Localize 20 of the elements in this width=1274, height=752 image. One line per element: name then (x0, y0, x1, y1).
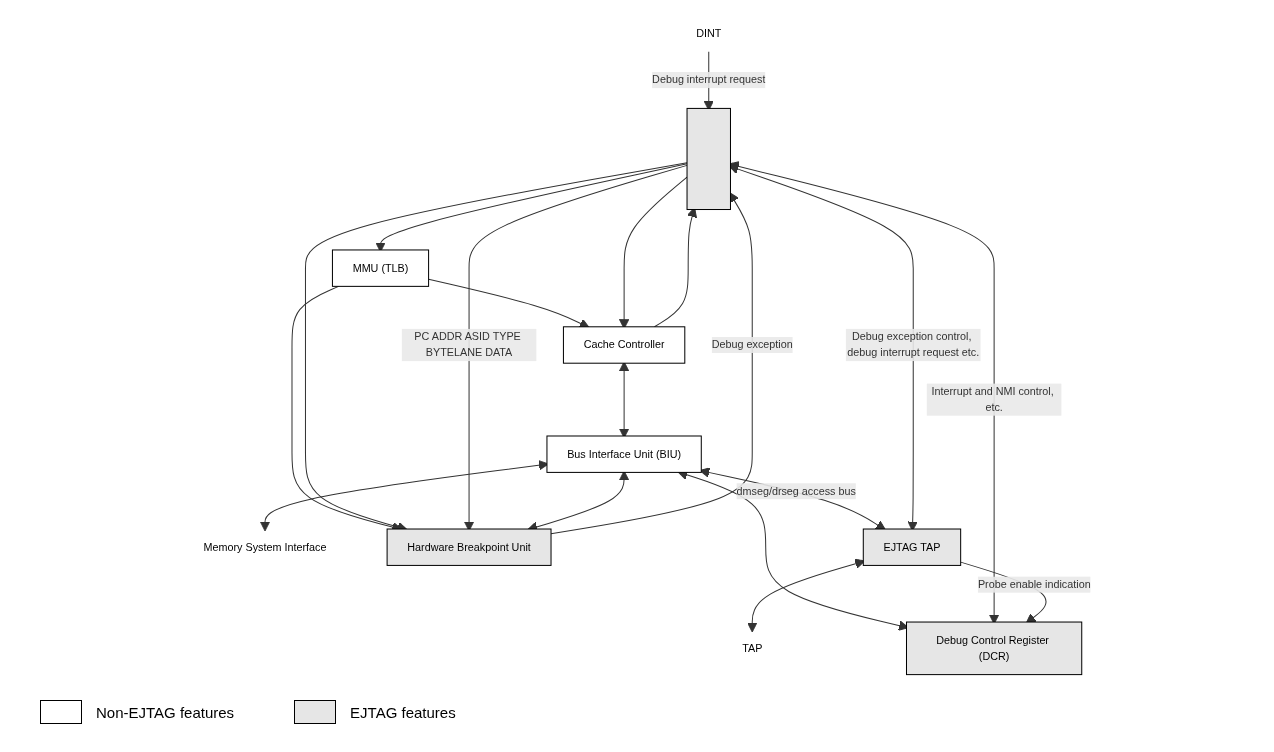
node-box (686, 107, 731, 211)
node-box: Hardware Breakpoint Unit (386, 528, 552, 566)
node-text: TAP (742, 642, 763, 654)
node-text: DINT (696, 27, 722, 39)
edge-label: Debug exception control, debug interrupt request etc. (847, 330, 980, 359)
node-box: Debug Control Register (DCR) (906, 621, 1083, 676)
edge-label: Probe enable indication (977, 578, 1091, 591)
node-box: Bus Interface Unit (BIU) (546, 435, 702, 473)
arrow (699, 467, 886, 531)
node-box: Cache Controller (562, 326, 686, 364)
node-text: Memory System Interface (203, 541, 327, 553)
legend-text: EJTAG features (350, 703, 456, 721)
node-box: EJTAG TAP (862, 528, 962, 566)
edge-label: PC ADDR ASID TYPE BYTELANE DATA (414, 330, 521, 359)
edge-label: dmseg/drseg access bus (736, 485, 856, 497)
edge-label: Debug exception (711, 338, 793, 351)
edge-label: Interrupt and NMI control, etc. (931, 385, 1054, 414)
edge-label: Debug interrupt request (652, 74, 766, 86)
legend-text: Non-EJTAG features (96, 703, 235, 721)
node-box: MMU (TLB) (331, 249, 430, 287)
